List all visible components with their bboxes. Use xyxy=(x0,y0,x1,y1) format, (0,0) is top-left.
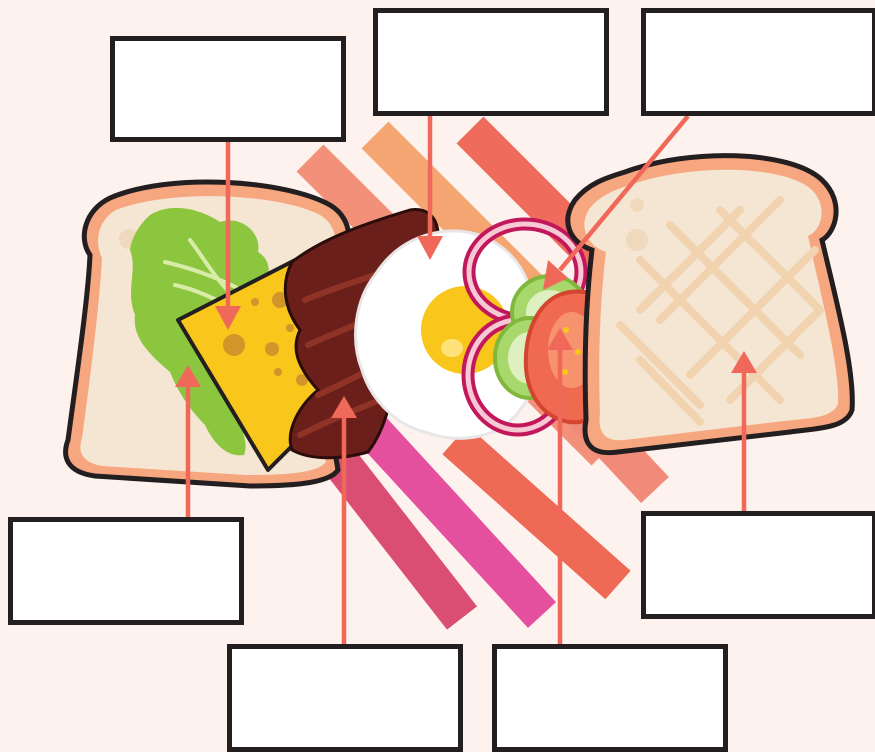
cheese-label-box[interactable] xyxy=(110,36,346,142)
lettuce-label-box[interactable] xyxy=(8,517,244,625)
tomato-label-box[interactable] xyxy=(492,644,728,752)
bread-label-box[interactable] xyxy=(641,511,875,619)
right-bread-slice xyxy=(568,156,852,453)
fried-egg-label-box[interactable] xyxy=(373,8,609,116)
bacon-label-box[interactable] xyxy=(227,644,463,752)
cucumber-label-box[interactable] xyxy=(641,8,875,116)
